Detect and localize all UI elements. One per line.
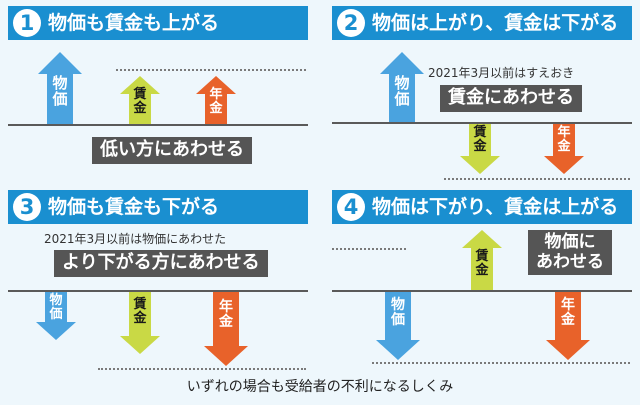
panel-3-header: 3 物価も賃金も下がる xyxy=(8,190,308,224)
panel-1-price-label: 物価 xyxy=(52,74,68,108)
panel-4: 4 物価は下がり、賃金は上がる 賃金 物価に あわせる 物価 年金 xyxy=(332,190,632,364)
panel-1-pension-label: 年金 xyxy=(209,87,223,116)
panel-3: 3 物価も賃金も下がる 2021年3月以前は物価にあわせた より下がる方にあわせ… xyxy=(8,190,308,370)
panel-4-rule-text: 物価に あわせる xyxy=(536,232,604,272)
panel-4-wage-up-arrow: 賃金 xyxy=(462,230,502,290)
panel-4-pension-down-arrow: 年金 xyxy=(546,292,590,360)
panel-1-wage-up-arrow: 賃金 xyxy=(120,76,160,124)
panel-2-number: 2 xyxy=(337,9,365,37)
panel-2-price-label: 物価 xyxy=(394,74,410,108)
panel-3-dotted-line xyxy=(98,368,306,370)
panel-3-pension-down-arrow: 年金 xyxy=(204,292,248,366)
panel-4-number: 4 xyxy=(337,193,365,221)
panel-1: 1 物価も賃金も上がる 物価 賃金 年金 低い方にあわせる xyxy=(8,6,308,176)
panel-1-title: 物価も賃金も上がる xyxy=(48,12,220,34)
panel-1-baseline xyxy=(8,124,308,126)
panel-4-pension-label: 年金 xyxy=(561,297,575,328)
panel-3-price-label: 物価 xyxy=(49,293,63,322)
panel-4-price-label: 物価 xyxy=(391,297,405,328)
panel-4-rule-box: 物価に あわせる xyxy=(528,230,612,276)
panel-2-pension-label: 年金 xyxy=(557,125,571,154)
panel-1-dotted-line xyxy=(116,69,306,71)
panel-1-header: 1 物価も賃金も上がる xyxy=(8,6,308,40)
panel-3-wage-down-arrow: 賃金 xyxy=(120,292,160,354)
panel-4-title: 物価は下がり、賃金は上がる xyxy=(372,196,619,218)
panel-2-dotted-line xyxy=(444,178,630,180)
panel-3-rule-box: より下がる方にあわせる xyxy=(54,250,268,277)
panel-1-price-up-arrow: 物価 xyxy=(38,52,82,124)
panel-4-baseline xyxy=(332,290,632,292)
panel-4-wage-label: 賃金 xyxy=(475,249,489,278)
panel-2-title: 物価は上がり、賃金は下がる xyxy=(372,12,619,34)
panel-1-wage-label: 賃金 xyxy=(133,87,147,116)
panel-2-wage-label: 賃金 xyxy=(473,125,487,154)
panel-2-price-up-arrow: 物価 xyxy=(380,52,424,122)
panel-3-wage-label: 賃金 xyxy=(133,297,147,326)
panel-2-note: 2021年3月以前はすえおき xyxy=(428,66,575,80)
panel-3-number: 3 xyxy=(13,193,41,221)
panel-2-wage-down-arrow: 賃金 xyxy=(460,124,500,174)
panel-3-note: 2021年3月以前は物価にあわせた xyxy=(44,232,227,246)
panel-3-title: 物価も賃金も下がる xyxy=(48,196,220,218)
panel-1-number: 1 xyxy=(13,9,41,37)
panel-3-baseline xyxy=(8,290,308,292)
panel-2: 2 物価は上がり、賃金は下がる 物価 2021年3月以前はすえおき 賃金にあわせ… xyxy=(332,6,632,180)
panel-2-rule-box: 賃金にあわせる xyxy=(440,85,582,112)
panel-4-header: 4 物価は下がり、賃金は上がる xyxy=(332,190,632,224)
panel-2-baseline xyxy=(332,122,632,124)
panel-1-rule-box: 低い方にあわせる xyxy=(92,137,252,164)
panel-4-price-down-arrow: 物価 xyxy=(376,292,420,360)
panel-1-pension-up-arrow: 年金 xyxy=(196,76,236,124)
panel-3-pension-label: 年金 xyxy=(219,299,233,330)
panel-2-header: 2 物価は上がり、賃金は下がる xyxy=(332,6,632,40)
panel-2-pension-down-arrow: 年金 xyxy=(544,124,584,174)
footer-caption: いずれの場合も受給者の不利になるしくみ xyxy=(186,379,454,395)
panel-4-dotted-line-bottom xyxy=(372,362,630,364)
panel-3-price-down-arrow: 物価 xyxy=(36,292,76,340)
panel-4-dotted-line-top xyxy=(332,248,406,250)
